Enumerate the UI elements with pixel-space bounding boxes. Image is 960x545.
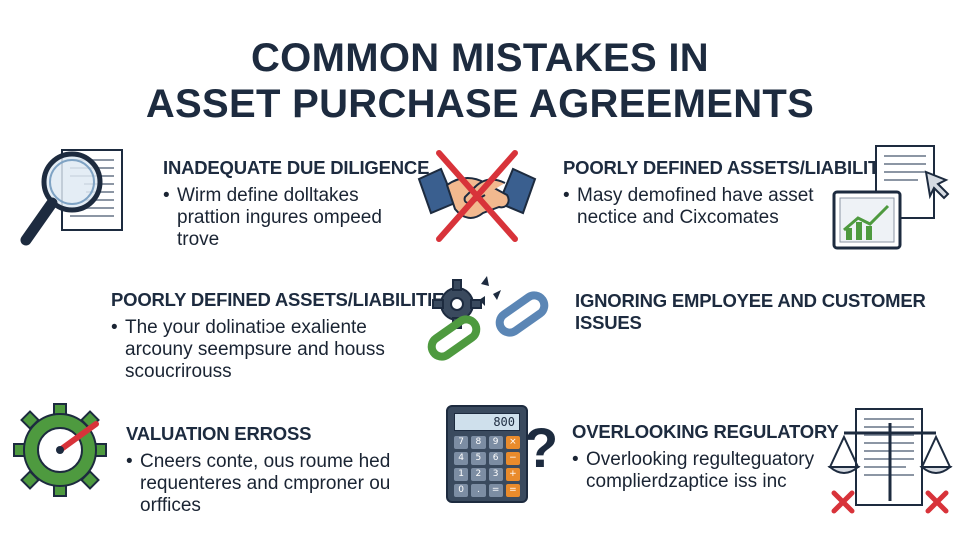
calculator-key: 3 [488, 468, 503, 481]
calculator-display: 800 [454, 413, 520, 431]
section-heading: VALUATION ERROSS [126, 423, 312, 444]
calculator-key: − [505, 452, 520, 465]
section-body: •Cneers conte, ous roume hed requenteres… [126, 451, 391, 516]
calculator-key: . [471, 484, 486, 497]
section-heading: INADEQUATE DUE DILIGENCE [163, 157, 430, 178]
calculator-key: 7 [454, 436, 469, 449]
calculator-key: 2 [471, 468, 486, 481]
bullet: • [163, 185, 170, 206]
section-body: •The your dolinatiↄe exaliente arcouny s… [111, 317, 385, 382]
calculator-key: + [505, 468, 520, 481]
section-ignoring-employee-customer: IGNORING EMPLOYEE AND CUSTOMER ISSUES [575, 290, 926, 334]
section-overlooking-regulatory: OVERLOOKING REGULATORY •Overlooking regu… [572, 421, 839, 493]
section-poorly-defined-assets-right: POORLY DEFINED ASSETS/LIABILITIES •Masy … [563, 157, 909, 229]
calculator-key: = [505, 484, 520, 497]
section-heading: IGNORING EMPLOYEE AND CUSTOMER [575, 290, 926, 311]
calculator-key: 0 [454, 484, 469, 497]
section-heading: POORLY DEFINED ASSETS/LIABILITIES [111, 289, 457, 310]
section-poorly-defined-assets-left: POORLY DEFINED ASSETS/LIABILITIES •The y… [111, 289, 457, 383]
section-body: •Wirm define dolltakes prattion ingures … [163, 185, 382, 250]
page-title-line1: COMMON MISTAKES IN [251, 36, 709, 80]
crossed-handshake-icon [417, 150, 537, 242]
calculator-key: 6 [488, 452, 503, 465]
valuation-gauge-icon [13, 403, 107, 497]
section-body: •Masy demofined have asset nectice and C… [563, 185, 814, 228]
magnifier-document-icon [20, 149, 123, 246]
document-chart-icon [832, 145, 950, 250]
calculator-key: = [488, 484, 503, 497]
section-heading-cont: ISSUES [575, 312, 642, 333]
section-valuation-errors: VALUATION ERROSS •Cneers conte, ous roum… [126, 423, 390, 517]
calculator-key: × [505, 436, 520, 449]
calculator-key: 5 [471, 452, 486, 465]
section-inadequate-due-diligence: INADEQUATE DUE DILIGENCE •Wirm define do… [163, 157, 429, 251]
section-heading: POORLY DEFINED ASSETS/LIABILITIES [563, 157, 909, 178]
question-mark-icon: ? [524, 416, 559, 479]
gear-broken-chain-icon [427, 276, 549, 361]
page-title-line2: ASSET PURCHASE AGREEMENTS [145, 82, 815, 126]
calculator-key: 8 [471, 436, 486, 449]
calculator-key: 4 [454, 452, 469, 465]
calculator-key: 9 [488, 436, 503, 449]
calculator-key: 1 [454, 468, 469, 481]
section-body: •Overlooking regulteguatory complierdzap… [572, 449, 815, 492]
section-heading: OVERLOOKING REGULATORY [572, 421, 839, 442]
legal-scales-document-icon [827, 408, 953, 514]
